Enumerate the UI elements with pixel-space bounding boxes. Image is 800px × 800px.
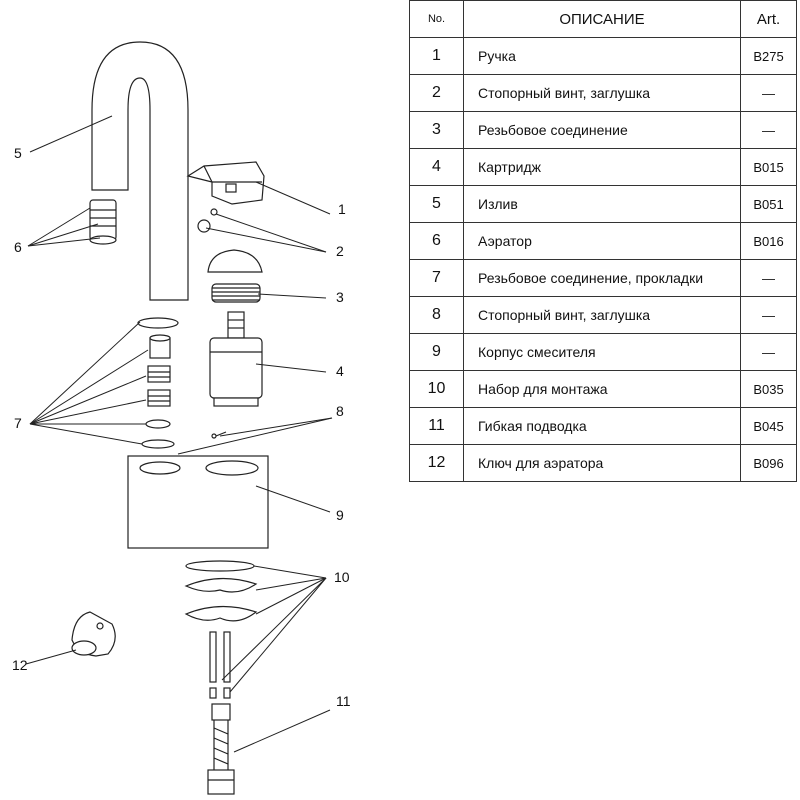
header-description: ОПИСАНИЕ [463,0,741,38]
cell-article: B016 [740,222,797,260]
callout-4: 4 [336,363,344,379]
cell-article: B015 [740,148,797,186]
part-flex-hose [207,703,235,795]
cell-description: Корпус смесителя [463,333,741,371]
cell-description: Аэратор [463,222,741,260]
exploded-view-diagram: 5 6 1 2 3 4 7 8 9 10 11 12 [12,41,351,795]
cell-description: Стопорный винт, заглушка [463,296,741,334]
part-threaded-ring [211,283,261,303]
cell-article: — [740,259,797,297]
callout-6: 6 [14,239,22,255]
callout-2: 2 [336,243,344,259]
cell-description: Картридж [463,148,741,186]
cell-no: 6 [409,222,464,260]
cell-description: Резьбовое соединение [463,111,741,149]
cell-article: B051 [740,185,797,223]
callout-10: 10 [334,569,350,585]
header-article: Art. [740,0,797,38]
cell-no: 5 [409,185,464,223]
callout-12: 12 [12,657,28,673]
part-aerator [89,199,117,245]
cell-no: 7 [409,259,464,297]
part-gasket-stack [137,317,179,449]
cell-no: 8 [409,296,464,334]
callout-7: 7 [14,415,22,431]
leader-lines [25,115,333,753]
callout-1: 1 [338,201,346,217]
cell-article: B096 [740,444,797,482]
cell-description: Гибкая подводка [463,407,741,445]
cell-article: B045 [740,407,797,445]
callout-3: 3 [336,289,344,305]
cell-no: 12 [409,444,464,482]
cell-no: 10 [409,370,464,408]
header-no: No. [409,0,464,38]
callout-11: 11 [336,693,351,709]
cell-article: — [740,333,797,371]
callout-labels: 5 6 1 2 3 4 7 8 9 10 11 12 [12,145,351,709]
cell-no: 4 [409,148,464,186]
part-handle [186,161,265,205]
cell-no: 1 [409,37,464,75]
cell-description: Набор для монтажа [463,370,741,408]
callout-8: 8 [336,403,344,419]
cell-description: Излив [463,185,741,223]
table-header-row: No. ОПИСАНИЕ Art. [409,0,797,38]
part-spout [91,41,189,301]
callout-5: 5 [14,145,22,161]
cell-article: — [740,74,797,112]
part-mixer-body [127,455,269,549]
cell-no: 11 [409,407,464,445]
part-small-screw [211,431,227,439]
cell-no: 2 [409,74,464,112]
cell-article: B035 [740,370,797,408]
part-screw-plug [197,208,218,233]
cell-description: Стопорный винт, заглушка [463,74,741,112]
cell-no: 9 [409,333,464,371]
cell-description: Ручка [463,37,741,75]
part-cap [207,249,263,273]
cell-no: 3 [409,111,464,149]
cell-article: — [740,111,797,149]
callout-9: 9 [336,507,344,523]
part-cartridge [209,311,263,407]
cell-article: B275 [740,37,797,75]
cell-description: Резьбовое соединение, прокладки [463,259,741,297]
part-mounting-kit [184,560,258,699]
part-aerator-key [71,611,116,657]
cell-description: Ключ для аэратора [463,444,741,482]
cell-article: — [740,296,797,334]
